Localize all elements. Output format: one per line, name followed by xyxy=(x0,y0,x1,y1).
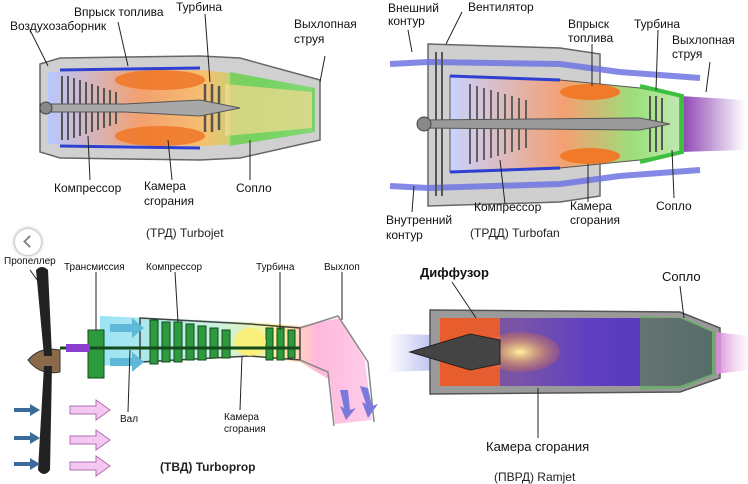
turbojet-label-turbine: Турбина xyxy=(176,0,223,14)
turbofan-label-outer-line1: Внешний xyxy=(388,1,439,15)
turboprop-gearbox xyxy=(87,329,105,379)
turbofan-core-duct xyxy=(449,74,561,174)
turboprop-air-arrows xyxy=(14,404,40,470)
turbofan-nozzle-ring xyxy=(639,84,684,164)
turbojet-combustion-bottom xyxy=(115,126,205,146)
turboprop-combustion-glow xyxy=(234,328,266,356)
turbojet-combustion-top xyxy=(115,70,205,90)
turboprop-blade-top xyxy=(36,267,52,356)
turbofan-leader-lines xyxy=(407,11,711,213)
turbofan-combustion-top xyxy=(560,84,620,100)
turbojet-exhaust-glow xyxy=(225,84,312,136)
ramjet-label-nozzle: Сопло xyxy=(662,269,701,284)
turbojet-label-nozzle: Сопло xyxy=(236,181,272,195)
turbojet-label-intake: Воздухозаборник xyxy=(10,19,107,33)
turbofan-label-nozzle: Сопло xyxy=(656,199,692,213)
turbofan-label-inner-line1: Внутренний xyxy=(386,213,453,227)
turboprop-label-compressor: Компрессор xyxy=(146,262,203,273)
turboprop-leader-lines xyxy=(29,269,343,413)
turbojet-spinner xyxy=(39,101,53,115)
turboprop-thrust-arrows xyxy=(69,399,111,477)
turbofan-spinner xyxy=(416,116,432,132)
turbojet-label-fuel-injection: Впрыск топлива xyxy=(74,5,164,19)
chevron-left-icon xyxy=(23,235,36,248)
turbojet-label-compressor: Компрессор xyxy=(54,181,122,195)
ramjet-caption: (ПВРД) Ramjet xyxy=(494,470,576,484)
turbofan-label-exhaust-line1: Выхлопная xyxy=(672,33,735,47)
turbofan-shaft xyxy=(419,117,671,131)
turboprop-turbine-blades xyxy=(265,327,296,361)
turboprop-compressor-blades xyxy=(149,319,231,365)
turboprop-diagram xyxy=(14,267,378,477)
turbofan-label-inner-line2: контур xyxy=(386,228,423,242)
turboprop-exhaust-arrows xyxy=(340,386,378,420)
turboprop-flow xyxy=(100,316,372,424)
turboprop-label-chamber-line2: сгорания xyxy=(224,424,266,435)
turbofan-label-outer-line2: контур xyxy=(388,14,425,28)
turbofan-caption: (ТРДД) Turbofan xyxy=(470,226,560,240)
ramjet-label-diffuser: Диффузор xyxy=(420,265,489,280)
turbojet-label-exhaust-line1: Выхлопная xyxy=(294,17,357,31)
ramjet-diagram xyxy=(388,281,748,438)
turboprop-label-exhaust: Выхлоп xyxy=(324,262,360,273)
turbofan-outer-flow-top xyxy=(389,58,701,81)
ramjet-nozzle-section xyxy=(640,316,716,390)
turbojet-diagram xyxy=(29,13,326,181)
turboprop-label-shaft: Вал xyxy=(120,414,139,425)
turboprop-blade-bottom xyxy=(38,366,52,474)
turbofan-exhaust-plume xyxy=(680,96,745,152)
turbofan-label-fuel-line1: Впрыск xyxy=(568,17,610,31)
turboprop-caption: (ТВД) Turboprop xyxy=(160,460,256,474)
turbojet-inner-duct xyxy=(59,66,201,150)
turbojet-caption: (ТРД) Turbojet xyxy=(146,226,224,240)
turboprop-exhaust-duct xyxy=(299,315,375,427)
turboprop-label-propeller: Пропеллер xyxy=(4,256,56,267)
turbojet-label-exhaust-line2: струя xyxy=(294,32,325,46)
turbofan-label-exhaust-line2: струя xyxy=(672,47,703,61)
turboprop-transmission-link xyxy=(66,344,90,352)
turbofan-outer-flow-bottom xyxy=(389,167,701,192)
turbofan-label-turbine: Турбина xyxy=(634,17,681,31)
turboprop-intake-arrows xyxy=(110,318,144,372)
ramjet-leader-lines xyxy=(451,281,685,438)
turboprop-label-chamber-line1: Камера xyxy=(224,412,259,423)
turbofan-label-fan: Вентилятор xyxy=(468,0,534,14)
turbofan-label-compressor: Компрессор xyxy=(474,200,542,214)
ramjet-label-chamber: Камера сгорания xyxy=(486,439,590,454)
turboprop-spinner xyxy=(27,348,61,374)
turbofan-label-fuel-line2: топлива xyxy=(568,31,614,45)
turboprop-label-turbine: Турбина xyxy=(256,262,295,273)
ramjet-exhaust xyxy=(716,332,748,374)
turbojet-shaft xyxy=(39,99,241,117)
turbofan-label-chamber-line1: Камера xyxy=(570,199,612,213)
ramjet-center-body xyxy=(408,333,501,371)
turboprop-label-transmission: Трансмиссия xyxy=(64,262,125,273)
turbofan-diagram xyxy=(389,11,745,213)
turbojet-label-chamber-line1: Камера xyxy=(144,179,186,193)
turbojet-label-chamber-line2: сгорания xyxy=(144,194,194,208)
turbofan-combustion-bottom xyxy=(560,148,620,164)
turbojet-leader-lines xyxy=(29,13,326,181)
turbofan-label-chamber-line2: сгорания xyxy=(570,213,620,227)
prev-slide-button[interactable] xyxy=(14,228,42,256)
